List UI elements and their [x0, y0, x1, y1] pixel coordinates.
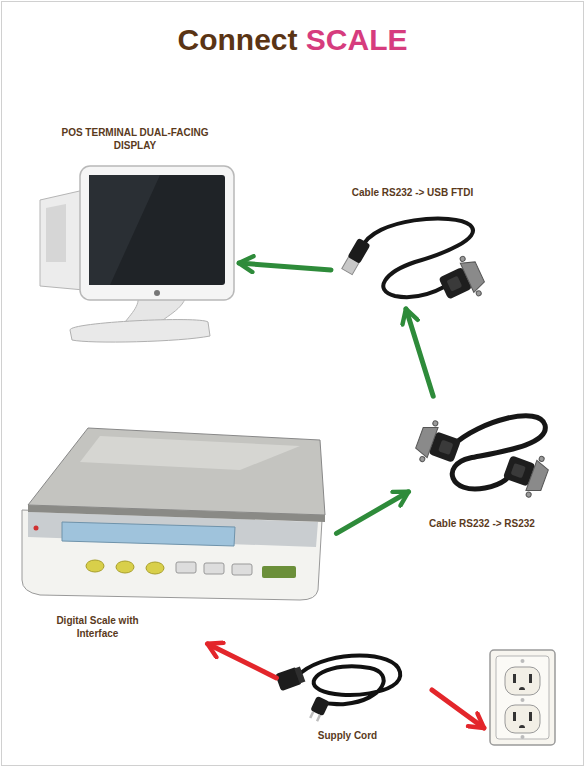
- label-group: POS TERMINAL DUAL-FACING DISPLAY: [60, 127, 210, 152]
- device-node: Supply Cord: [280, 648, 415, 744]
- digital-scale-part: [86, 560, 104, 572]
- usb-serial-cable-part-part: [347, 238, 370, 264]
- usb-serial-cable-part: [434, 252, 488, 308]
- pos-terminal-part: [40, 190, 84, 290]
- device-label: Supply Cord: [285, 730, 410, 743]
- wall-outlet-part: [519, 725, 525, 728]
- pos-terminal-part: [89, 175, 225, 285]
- digital-scale-illustration: [22, 428, 325, 600]
- digital-scale-part: [62, 522, 235, 546]
- power-cord-illustration: [275, 656, 400, 723]
- serial-cable-part: [412, 418, 464, 472]
- serial-cable-illustration: [412, 416, 552, 501]
- serial-cable-part: [500, 446, 552, 500]
- flow-arrow: [239, 263, 331, 270]
- pos-terminal-part: [70, 320, 210, 343]
- digital-scale-part: [28, 428, 325, 515]
- digital-scale-part: [262, 566, 296, 578]
- device-label: Cable RS232 -> RS232: [415, 518, 549, 531]
- device-label: POS TERMINAL DUAL-FACING DISPLAY: [60, 127, 210, 152]
- usb-serial-cable-illustration: [341, 219, 489, 309]
- digital-scale-part: [28, 505, 325, 522]
- digital-scale-part: [176, 562, 196, 573]
- device-node: Cable RS232 -> USB FTDI: [335, 185, 490, 305]
- flow-arrow: [207, 644, 276, 678]
- flow-arrow: [336, 492, 408, 534]
- device-label: Digital Scale with Interface: [40, 615, 155, 640]
- label-group: Supply Cord: [285, 730, 410, 743]
- pos-terminal-part: [89, 175, 160, 285]
- digital-scale-part: [232, 564, 252, 575]
- wall-outlet-part: [490, 650, 555, 745]
- title-part: SCALE: [306, 23, 408, 56]
- device-node: Cable RS232 -> RS232: [412, 400, 552, 532]
- wall-outlet-part: [513, 674, 516, 683]
- flow-arrow: [406, 309, 433, 396]
- title-part: Connect: [177, 23, 305, 56]
- label-group: Cable RS232 -> USB FTDI: [337, 187, 488, 200]
- pos-terminal-part: [46, 204, 66, 262]
- power-arrow: [432, 690, 484, 728]
- device-node: POS TERMINAL DUAL-FACING DISPLAY: [35, 125, 235, 337]
- digital-scale-part: [204, 563, 224, 574]
- device-node: Digital Scale with Interface: [18, 420, 333, 642]
- wall-outlet-part: [529, 712, 532, 721]
- pos-terminal-illustration: [40, 166, 234, 342]
- page-title: Connect SCALE: [0, 22, 585, 58]
- power-cord-part-part: [294, 666, 305, 683]
- power-cord-part: [302, 656, 400, 705]
- wall-outlet-part: [519, 687, 525, 690]
- wall-outlet-illustration: [490, 650, 555, 745]
- wall-outlet-part: [521, 698, 525, 702]
- wall-outlet-part: [496, 656, 549, 739]
- digital-scale-part: [34, 526, 39, 531]
- digital-scale-part: [22, 510, 322, 600]
- power-cord-part: [307, 696, 329, 723]
- wall-outlet-part: [521, 735, 525, 739]
- device-label: Cable RS232 -> USB FTDI: [337, 187, 488, 200]
- wall-outlet-part: [529, 674, 532, 683]
- wall-outlet-part: [505, 667, 540, 695]
- label-group: Cable RS232 -> RS232: [415, 518, 549, 531]
- power-cord-part-part: [316, 714, 321, 721]
- wall-outlet-part: [521, 659, 525, 663]
- label-group: Digital Scale with Interface: [40, 615, 155, 640]
- pos-terminal-part: [80, 166, 234, 300]
- pos-terminal-part: [154, 290, 160, 296]
- power-cord-part-part: [309, 711, 314, 718]
- wall-outlet-part: [505, 705, 540, 733]
- wall-outlet-part: [513, 712, 516, 721]
- usb-serial-cable-part: [341, 238, 371, 275]
- digital-scale-part: [80, 436, 300, 470]
- digital-scale-part: [116, 561, 134, 573]
- power-cord-part: [275, 665, 306, 691]
- digital-scale-part: [146, 562, 164, 574]
